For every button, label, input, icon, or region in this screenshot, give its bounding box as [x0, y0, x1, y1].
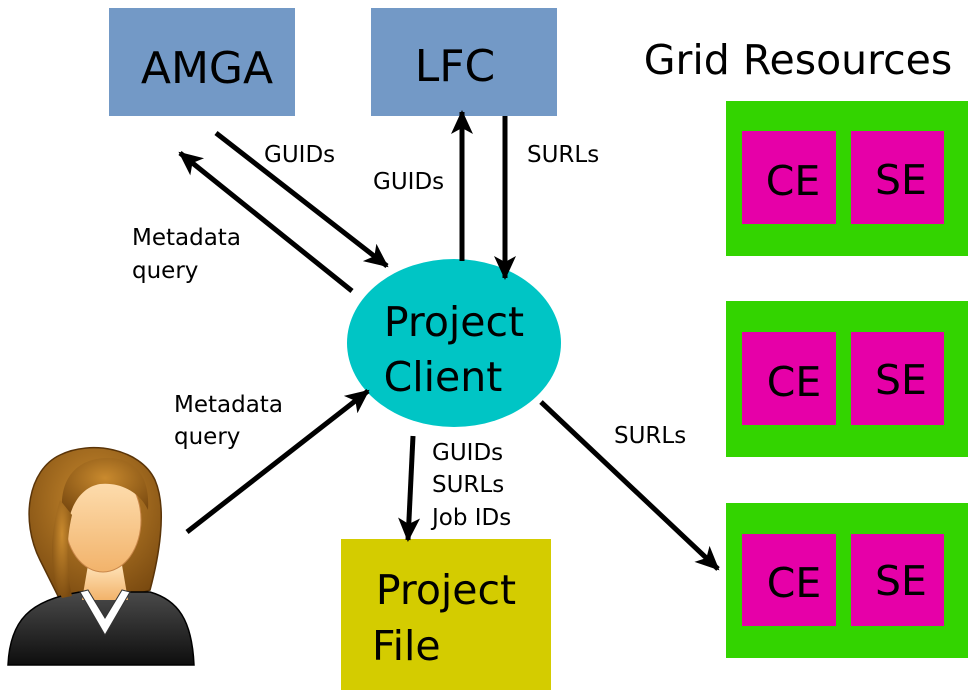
grid-group-3: CE SE — [726, 503, 968, 658]
amga-box — [109, 8, 295, 116]
grid-group-2: CE SE — [726, 301, 968, 457]
lfc-label: LFC — [415, 41, 496, 92]
se-cell — [851, 332, 944, 425]
project-file-box — [341, 539, 551, 690]
edge-label-user-query-line1: Metadata — [174, 392, 283, 418]
project-file-label-line1: Project — [376, 566, 516, 614]
edge-label-file-line1: GUIDs — [432, 440, 503, 466]
arrow-client-to-grid — [539, 400, 720, 571]
se-cell — [851, 534, 944, 626]
ce-label: CE — [766, 157, 821, 205]
grid-resources-heading: Grid Resources — [644, 36, 952, 84]
arrow-client-to-amga — [178, 151, 354, 293]
project-client-label-line1: Project — [384, 298, 524, 346]
se-label: SE — [875, 356, 927, 404]
se-label: SE — [875, 557, 927, 605]
project-client-label-line2: Client — [384, 353, 503, 401]
edge-label-amga-query-line2: query — [132, 258, 198, 284]
lfc-box — [371, 8, 557, 116]
lfc-node: LFC — [371, 8, 557, 116]
edge-label-lfc-surls: SURLs — [527, 142, 599, 168]
project-file-node: Project File — [341, 539, 551, 690]
arrow-amga-to-client — [214, 131, 389, 268]
edge-label-user-query-line2: query — [174, 424, 240, 450]
ce-label: CE — [767, 358, 822, 406]
edge-label-grid-surls: SURLs — [614, 423, 686, 449]
ce-cell — [742, 534, 836, 626]
amga-label: AMGA — [141, 43, 273, 94]
edge-label-lfc-guids: GUIDs — [373, 169, 444, 195]
ce-cell — [742, 332, 836, 425]
project-client-ellipse — [347, 259, 561, 427]
arrow-user-to-client — [185, 389, 370, 534]
ce-cell — [742, 131, 836, 224]
edge-label-amga-query-line1: Metadata — [132, 225, 241, 251]
project-client-node: Project Client — [347, 259, 561, 427]
arrows — [178, 110, 720, 571]
project-file-label-line2: File — [372, 622, 441, 670]
arrow-client-to-file — [398, 435, 421, 542]
grid-group-1: CE SE — [726, 101, 968, 256]
amga-node: AMGA — [109, 8, 295, 116]
user-avatar-icon — [7, 447, 195, 666]
se-cell — [851, 131, 944, 224]
edge-label-amga-guids: GUIDs — [264, 142, 335, 168]
edge-label-file-line2: SURLs — [432, 472, 504, 498]
edge-label-file-line3: Job IDs — [430, 505, 511, 531]
ce-label: CE — [767, 559, 822, 607]
se-label: SE — [875, 156, 927, 204]
